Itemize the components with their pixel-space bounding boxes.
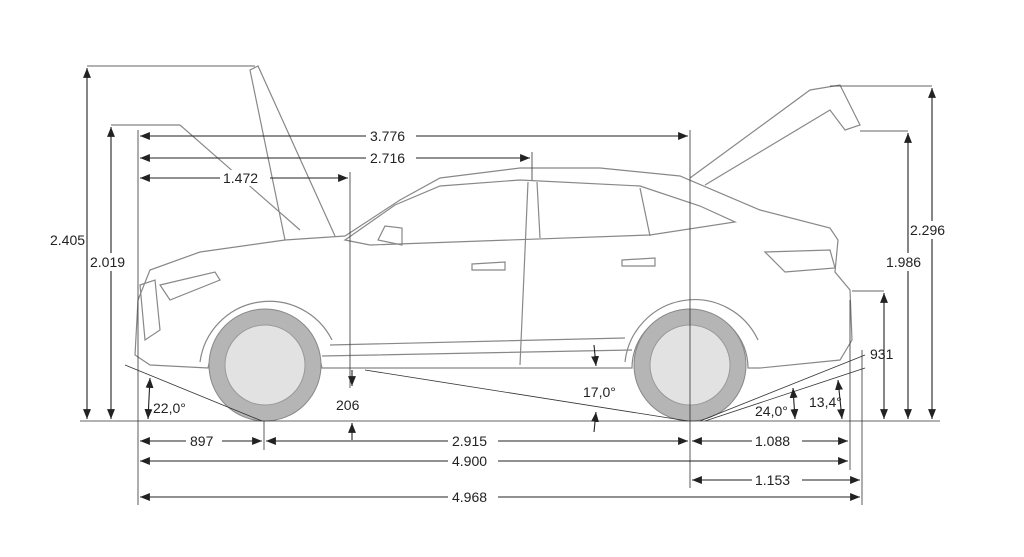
hood-open <box>179 65 336 241</box>
label-2405: 2.405 <box>50 232 85 248</box>
label-2915: 2.915 <box>452 433 487 449</box>
label-2019: 2.019 <box>90 254 125 270</box>
door-handle-front <box>471 261 506 271</box>
label-4900: 4.900 <box>452 453 487 469</box>
front-rim <box>224 324 306 406</box>
label-1472: 1.472 <box>223 170 258 186</box>
reference-lines <box>80 65 940 505</box>
angle-17-arrow-top <box>591 344 600 367</box>
label-angle-approach: 22,0° <box>153 400 186 416</box>
label-2296: 2.296 <box>910 222 945 238</box>
label-angle-departure-tow: 13,4° <box>809 394 842 410</box>
car-side-view <box>134 65 861 422</box>
angle-24-arrow <box>789 387 799 420</box>
approach-angle-line <box>124 364 263 422</box>
wheel-arch-front <box>199 300 333 363</box>
taillight <box>763 249 836 273</box>
b-pillar <box>519 181 541 366</box>
label-2716: 2.716 <box>370 150 405 166</box>
headlight <box>159 271 221 301</box>
label-3776: 3.776 <box>370 128 405 144</box>
label-897: 897 <box>190 433 214 449</box>
label-angle-breakover: 17,0° <box>583 384 616 400</box>
dimension-labels: 2.405 2.019 2.296 1.986 931 206 3.776 2.… <box>48 128 949 505</box>
angle-13-arrow <box>835 379 845 420</box>
label-931: 931 <box>870 346 894 362</box>
label-angle-departure: 24,0° <box>755 403 788 419</box>
wheel-arch-rear <box>624 299 759 363</box>
label-1088: 1.088 <box>755 433 790 449</box>
mirror <box>377 225 403 246</box>
angle-17-arrow-bottom <box>591 411 599 433</box>
label-206: 206 <box>336 397 360 413</box>
departure-tow-line <box>704 367 866 422</box>
front-grille <box>139 279 161 342</box>
breakover-line <box>364 369 689 422</box>
departure-angle-line <box>699 354 866 422</box>
window-line <box>343 179 738 246</box>
label-1986: 1.986 <box>886 254 921 270</box>
tailgate-open <box>689 84 861 186</box>
label-1153: 1.153 <box>755 472 790 488</box>
angle-22-arrow <box>144 377 154 420</box>
side-sill <box>321 337 633 357</box>
door-handle-rear <box>621 257 656 267</box>
label-4968: 4.968 <box>452 489 487 505</box>
c-pillar <box>639 187 651 237</box>
